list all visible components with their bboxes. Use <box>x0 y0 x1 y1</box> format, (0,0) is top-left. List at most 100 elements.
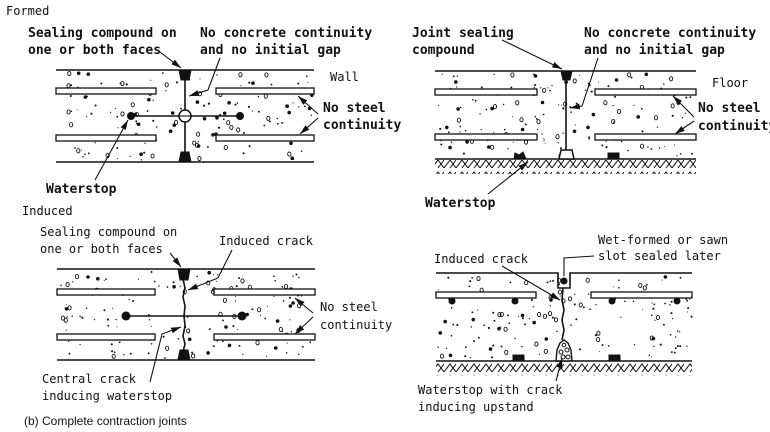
aggregate-particle <box>663 83 665 85</box>
leader-no-steel-top <box>672 95 695 118</box>
aggregate-particle <box>206 351 210 355</box>
aggregate-particle <box>174 119 179 126</box>
aggregate-particle <box>477 309 479 311</box>
aggregate-particle <box>477 336 480 339</box>
aggregate-particle <box>454 80 458 84</box>
aggregate-particle <box>612 104 614 107</box>
aggregate-particle <box>65 281 70 288</box>
rebar-right-bottom <box>594 133 697 141</box>
aggregate-particle <box>67 305 72 311</box>
aggregate-particle <box>74 273 80 280</box>
aggregate-particle <box>652 307 655 310</box>
leader-central-crack <box>149 326 182 383</box>
aggregate-particle <box>669 304 671 306</box>
aggregate-particle <box>588 136 590 139</box>
aggregate-particle <box>257 110 260 113</box>
aggregate-particle <box>196 275 198 278</box>
aggregate-particle <box>248 81 251 84</box>
aggregate-particle <box>575 102 578 105</box>
aggregate-particle <box>681 117 684 119</box>
aggregate-particle <box>242 353 244 356</box>
ground-hatch <box>436 362 692 376</box>
aggregate-particle <box>663 275 668 279</box>
aggregate-particle <box>70 110 73 113</box>
aggregate-particle <box>570 111 572 113</box>
aggregate-particle <box>301 345 304 348</box>
aggregate-particle <box>591 112 596 117</box>
aggregate-particle <box>103 309 106 312</box>
label-induced-crack: Induced crack <box>434 252 529 266</box>
aggregate-particle <box>654 319 656 321</box>
rebar-right-top <box>594 88 697 96</box>
aggregate-particle <box>676 330 679 332</box>
aggregate-particle <box>310 114 312 116</box>
aggregate-particle <box>86 72 91 76</box>
aggregate-particle <box>473 340 476 343</box>
aggregate-particle <box>456 107 460 111</box>
aggregate-particle <box>281 330 284 332</box>
aggregate-particle <box>470 326 472 328</box>
aggregate-particle <box>459 106 462 109</box>
leader-waterstop <box>487 161 529 195</box>
aggregate-particle <box>175 81 178 84</box>
aggregate-particle <box>197 155 202 162</box>
aggregate-particle <box>472 99 474 101</box>
aggregate-particle <box>242 132 245 134</box>
aggregate-particle <box>68 352 71 355</box>
figure-caption: (b) Complete contraction joints <box>24 414 187 428</box>
aggregate-particle <box>499 311 504 317</box>
aggregate-particle <box>170 111 175 115</box>
aggregate-particle <box>300 150 303 152</box>
aggregate-particle <box>653 345 655 348</box>
aggregate-particle <box>116 157 118 159</box>
aggregate-particle <box>66 316 68 318</box>
aggregate-particle <box>292 102 294 104</box>
aggregate-particle <box>152 99 154 102</box>
rebar-left <box>435 291 537 299</box>
aggregate-particle <box>166 286 169 288</box>
leader-no-concrete <box>569 57 599 110</box>
aggregate-particle <box>223 144 228 151</box>
leader-no-steel-top <box>294 297 314 314</box>
aggregate-particle <box>650 148 653 150</box>
aggregate-particle <box>596 337 601 343</box>
aggregate-particle <box>247 105 251 108</box>
aggregate-particle <box>594 334 597 337</box>
aggregate-particle <box>691 152 693 155</box>
aggregate-particle <box>450 307 453 309</box>
aggregate-particle <box>129 352 132 355</box>
aggregate-particle <box>492 104 498 110</box>
aggregate-particle <box>146 110 149 112</box>
aggregate-particle <box>94 142 96 144</box>
aggregate-particle <box>76 109 78 111</box>
aggregate-particle <box>67 71 72 77</box>
aggregate-particle <box>278 326 283 332</box>
aggregate-particle <box>590 90 593 93</box>
aggregate-particle <box>116 115 119 118</box>
aggregate-particle <box>292 275 294 277</box>
aggregate-particle <box>469 357 471 359</box>
aggregate-particle <box>471 277 474 279</box>
aggregate-particle <box>469 280 472 283</box>
aggregate-particle <box>287 110 292 115</box>
aggregate-particle <box>630 76 633 79</box>
aggregate-particle <box>266 115 271 121</box>
aggregate-particle <box>664 146 666 148</box>
aggregate-particle <box>236 127 241 133</box>
aggregate-particle <box>669 333 672 336</box>
aggregate-particle <box>135 122 138 125</box>
aggregate-particle <box>63 317 68 323</box>
leader-no-steel-bottom <box>674 120 695 135</box>
aggregate-particle <box>110 111 112 114</box>
joint-sealing-compound <box>560 70 573 81</box>
aggregate-particle <box>653 115 659 121</box>
aggregate-particle <box>129 155 131 158</box>
aggregate-particle <box>502 103 505 106</box>
aggregate-particle <box>276 117 279 120</box>
aggregate-particle <box>186 328 191 334</box>
aggregate-particle <box>187 337 192 342</box>
aggregate-particle <box>480 86 483 89</box>
aggregate-particle <box>206 145 209 148</box>
aggregate-particle <box>613 121 615 123</box>
aggregate-particle <box>671 114 674 117</box>
